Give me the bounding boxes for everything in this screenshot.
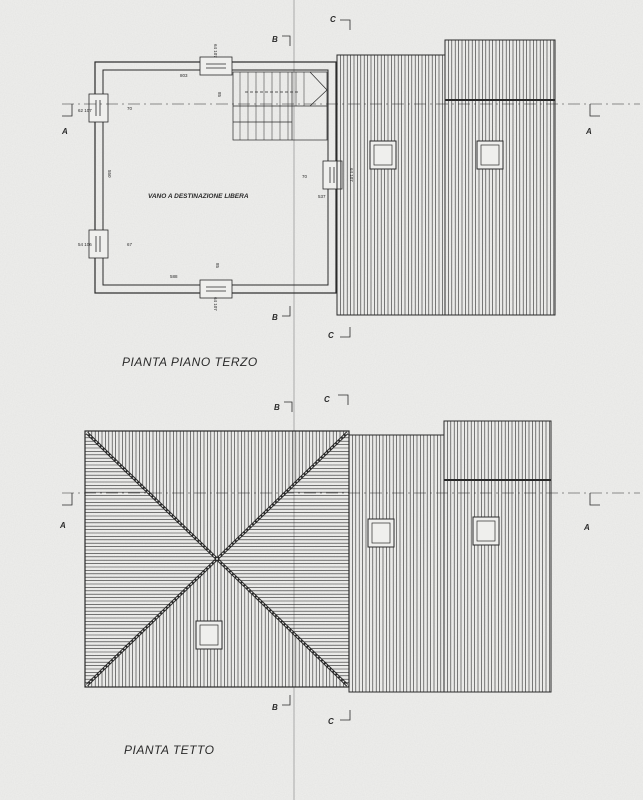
section-marks-roof xyxy=(62,394,640,721)
window-right xyxy=(322,160,343,190)
window-left-a xyxy=(88,93,109,123)
section-b-bottom-top: B xyxy=(272,313,278,322)
roof-tiles xyxy=(447,421,550,692)
section-b-bottom-roof: B xyxy=(272,703,278,712)
room-label: VANO A DESTINAZIONE LIBERA xyxy=(148,193,249,200)
dim-left-window-a-in: 70 xyxy=(127,106,133,111)
title-roof: PIANTA TETTO xyxy=(124,743,214,757)
dim-right-window-side: 64 107 xyxy=(349,168,354,182)
section-a-left-top: A xyxy=(61,127,68,136)
section-b-top-roof: B xyxy=(274,403,280,412)
dim-top-window-above: 64 107 xyxy=(213,44,218,58)
section-c-bottom-top: C xyxy=(328,331,334,340)
roof-tiles xyxy=(340,55,443,315)
section-b-top-top: B xyxy=(272,35,278,44)
dim-bottom-window-side: 85 xyxy=(215,263,220,269)
section-c-top-roof: C xyxy=(324,395,330,404)
dim-top-window-side: 85 xyxy=(217,92,222,98)
dim-left-window-a: 62 107 xyxy=(78,108,92,113)
dim-left-window-b-in: 67 xyxy=(127,242,133,247)
hip-roof-tiles xyxy=(85,431,349,687)
section-a-right-top: A xyxy=(585,127,592,136)
dim-right-wall: 537 xyxy=(318,194,326,199)
section-a-left-roof: A xyxy=(59,521,66,530)
section-marks-top xyxy=(62,19,640,338)
third-floor-plan: VANO A DESTINAZIONE LIBERA 803 85 64 107… xyxy=(61,15,640,369)
roof-tiles xyxy=(448,40,555,315)
dim-right-window: 70 xyxy=(302,174,308,179)
section-a-right-roof: A xyxy=(583,523,590,532)
dim-left-window-b: 54 106 xyxy=(78,242,92,247)
window-top xyxy=(199,56,233,76)
staircase xyxy=(232,71,328,141)
roof-plan: A A B B C C PIANTA TETTO xyxy=(59,394,640,757)
title-third-floor: PIANTA PIANO TERZO xyxy=(122,355,258,369)
dim-top-window: 803 xyxy=(180,73,188,78)
roof-tiles xyxy=(352,435,442,692)
section-c-bottom-roof: C xyxy=(328,717,334,726)
lower-roof-top xyxy=(336,39,556,316)
dim-bottom-window-below: 64 107 xyxy=(213,297,218,311)
window-left-b xyxy=(88,229,109,259)
section-c-top-top: C xyxy=(330,15,336,24)
dim-left-wall: 550 xyxy=(107,170,112,178)
window-bottom xyxy=(199,279,233,299)
dim-bottom-wall: 588 xyxy=(170,274,178,279)
